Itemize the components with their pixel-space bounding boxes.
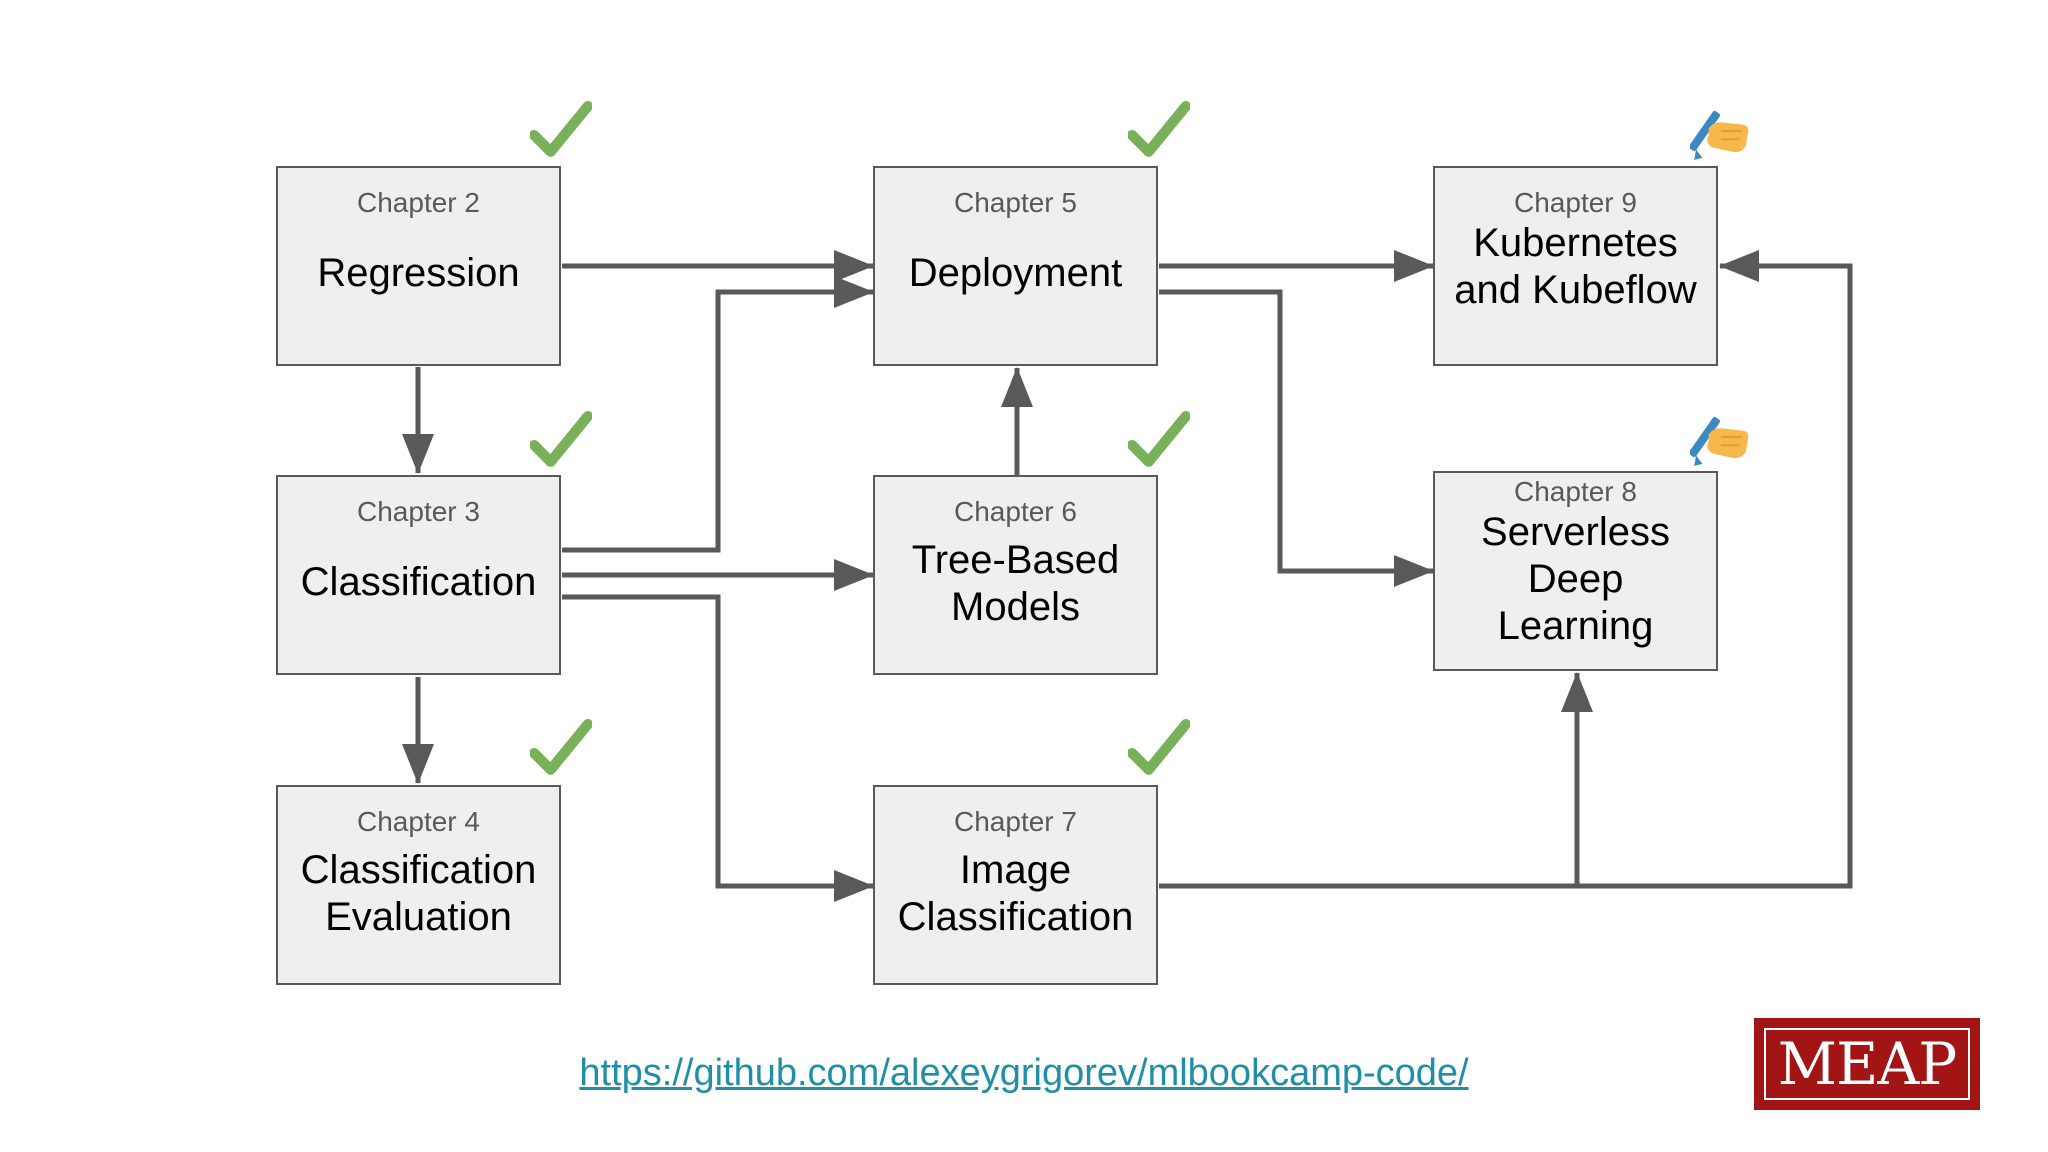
node-ch7: Chapter 7 Image Classification [873,785,1158,985]
chapter-label: Chapter 3 [357,496,480,527]
chapter-title: Tree-Based Models [911,538,1120,629]
node-ch3: Chapter 3 Classification [276,475,561,675]
chapter-title: Image Classification [897,848,1134,939]
chapter-title: Serverless Deep Learning [1481,510,1670,648]
node-ch5: Chapter 5 Deployment [873,166,1158,366]
node-ch4: Chapter 4 Classification Evaluation [276,785,561,985]
chapter-label: Chapter 4 [357,806,480,837]
node-ch2: Chapter 2 Regression [276,166,561,366]
chapter-title: Classification Evaluation [300,848,537,939]
arrow-ch3-to-ch7 [562,594,874,902]
github-link[interactable]: https://github.com/alexeygrigorev/mlbook… [579,1052,1469,1094]
check-mark-icon [530,101,592,157]
chapter-label: Chapter 7 [954,806,1077,837]
arrow-ch5-to-ch8 [1159,289,1434,587]
writing-hand-icon [1690,416,1749,466]
arrow-ch3-to-ch5 [562,276,874,553]
check-mark-icon [530,411,592,467]
arrow-ch7-to-ch9 [1577,250,1853,889]
meap-badge-text: MEAP [1764,1028,1970,1100]
node-ch8: Chapter 8 Serverless Deep Learning [1433,471,1718,671]
arrow-ch7-to-ch8 [1159,672,1593,889]
meap-badge: MEAP [1754,1018,1980,1110]
check-mark-icon [1128,101,1190,157]
check-mark-icon [530,719,592,775]
chapter-title: Kubernetes and Kubeflow [1454,221,1697,312]
chapter-title: Deployment [908,251,1123,295]
chapter-label: Chapter 5 [954,187,1077,218]
chapter-title: Regression [317,251,520,295]
chapter-label: Chapter 8 [1514,476,1637,507]
node-ch9: Chapter 9 Kubernetes and Kubeflow [1433,166,1718,366]
chapter-label: Chapter 9 [1514,187,1637,218]
node-ch6: Chapter 6 Tree-Based Models [873,475,1158,675]
check-mark-icon [1128,719,1190,775]
chapter-label: Chapter 6 [954,496,1077,527]
writing-hand-icon [1690,110,1749,160]
chapter-label: Chapter 2 [357,187,480,218]
check-mark-icon [1128,411,1190,467]
chapter-title: Classification [300,560,537,604]
